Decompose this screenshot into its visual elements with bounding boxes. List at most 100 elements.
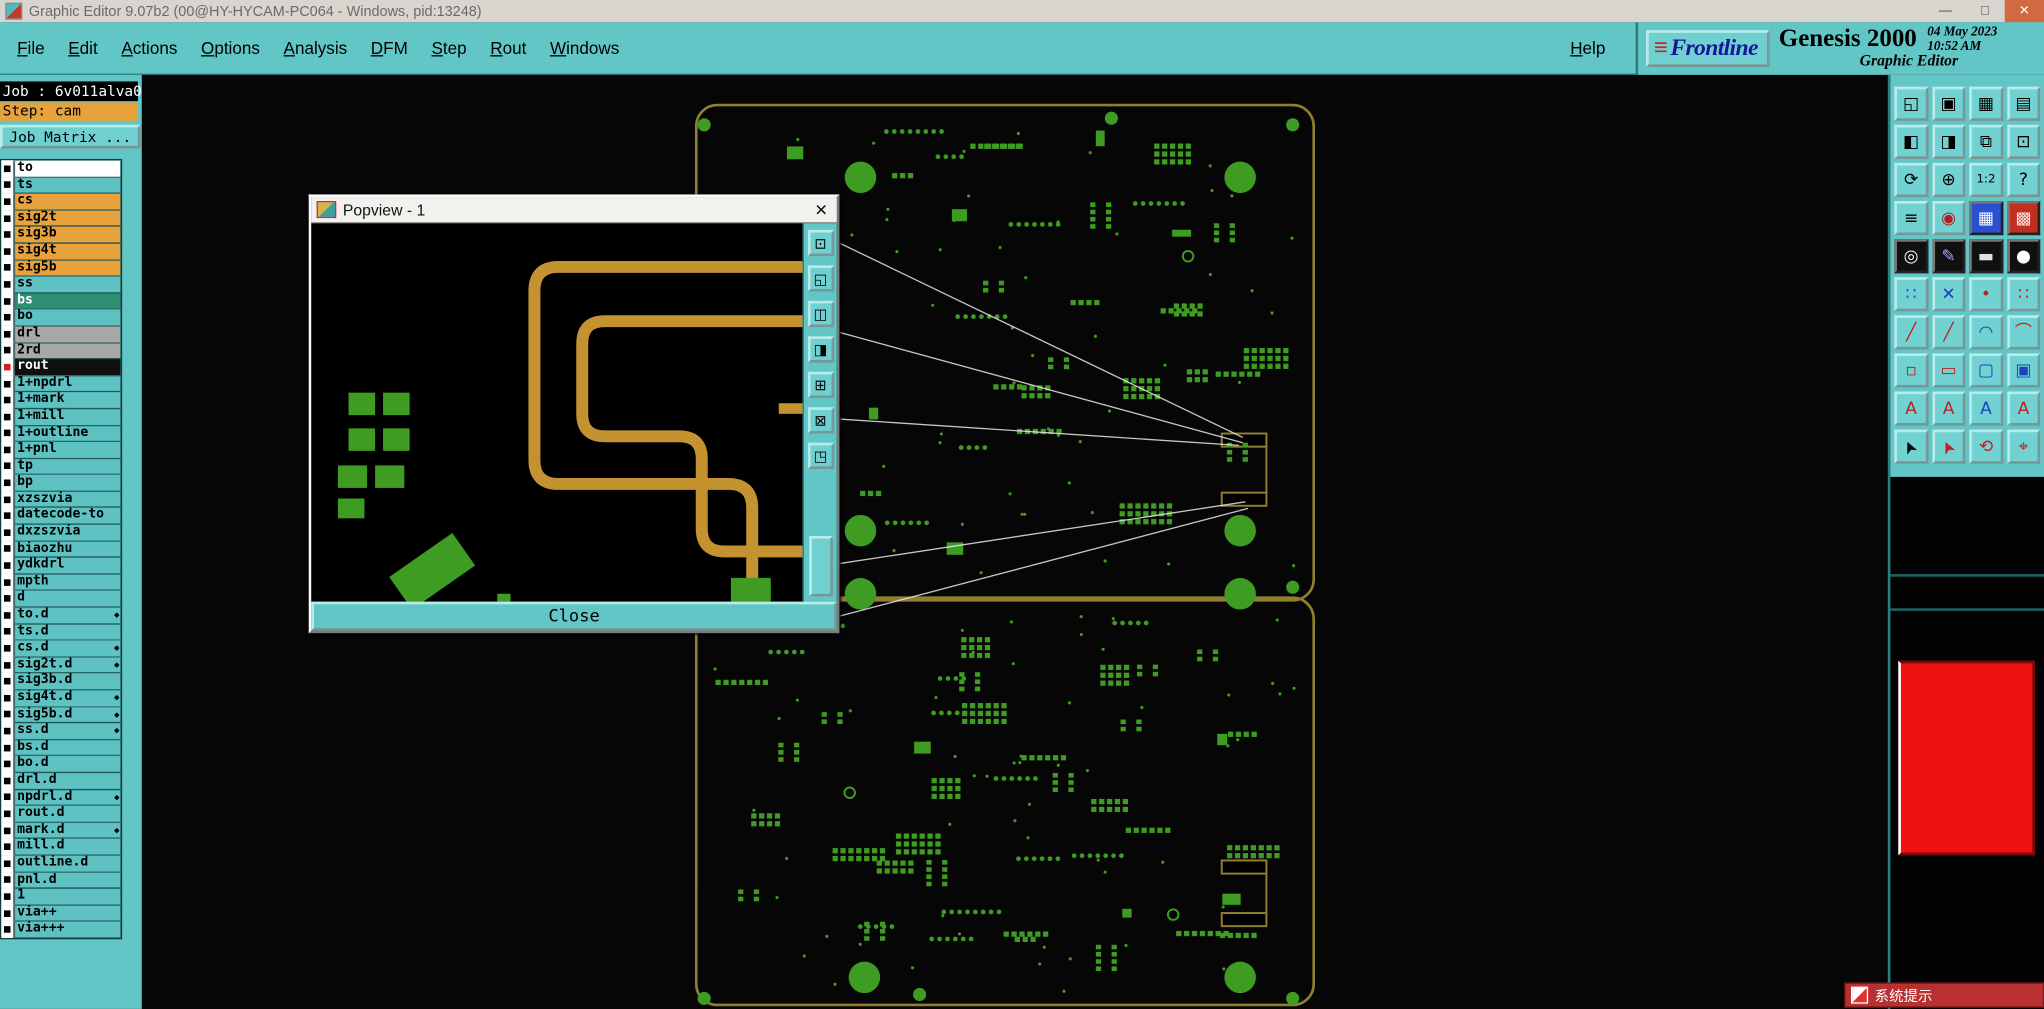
pv-overlay-button[interactable]: ⊞ [807, 371, 834, 399]
tool-tile-windows[interactable]: ▦ [1969, 86, 2003, 121]
pv-split-button[interactable]: ◫ [807, 300, 834, 328]
layer-checkbox[interactable] [1, 871, 15, 889]
layer-row-sig5b.d[interactable]: sig5b.d◆ [1, 706, 121, 723]
pcb-canvas[interactable]: Popview - 1 ✕ ⊡◱◫◨⊞⊠◳ Close [141, 74, 1888, 1009]
tool-dot-feature[interactable]: • [1969, 277, 2003, 312]
layer-checkbox[interactable] [1, 458, 15, 475]
layer-row-ss[interactable]: ss [1, 276, 121, 293]
layer-checkbox[interactable] [1, 573, 15, 591]
layer-checkbox[interactable] [1, 292, 15, 310]
layer-row-bs[interactable]: bs [1, 292, 121, 310]
menu-edit[interactable]: Edit [68, 38, 98, 58]
pv-crosshair-button[interactable]: ⊠ [807, 407, 834, 434]
layer-row-sig2t.d[interactable]: sig2t.d◆ [1, 656, 121, 674]
layer-checkbox[interactable] [1, 706, 15, 723]
layer-row-bo.d[interactable]: bo.d [1, 755, 121, 773]
layer-checkbox[interactable] [1, 689, 15, 707]
menu-options[interactable]: Options [201, 38, 260, 58]
layer-row-sig3b.d[interactable]: sig3b.d [1, 673, 121, 690]
layer-checkbox[interactable] [1, 921, 15, 938]
maximize-button[interactable]: □ [1965, 0, 2004, 22]
layer-row-cs[interactable]: cs [1, 193, 121, 210]
layer-row-mpth[interactable]: mpth [1, 573, 121, 591]
menu-file[interactable]: File [17, 38, 45, 58]
layer-checkbox[interactable] [1, 755, 15, 773]
system-toast[interactable]: 系统提示 [1844, 982, 2044, 1008]
layer-row-datecode-to[interactable]: datecode-to [1, 507, 121, 525]
tool-units-toggle[interactable]: ▩ [2006, 200, 2041, 236]
tool-zoom-window[interactable]: ◱ [1894, 86, 1928, 121]
menu-help[interactable]: Help [1570, 38, 1606, 58]
layer-checkbox[interactable] [1, 822, 15, 839]
layer-row-tp[interactable]: tp [1, 458, 121, 475]
layer-row-1+pnl[interactable]: 1+pnl [1, 441, 121, 459]
tool-cascade-windows[interactable]: ⧉ [1969, 124, 2003, 159]
tool-draw-tool[interactable]: ✎ [1931, 239, 1966, 274]
tool-trace-tool[interactable]: ▭ [1931, 353, 1966, 388]
layer-row-ts.d[interactable]: ts.d [1, 623, 121, 641]
layer-row-outline.d[interactable]: outline.d [1, 855, 121, 872]
layer-row-sig3b[interactable]: sig3b [1, 226, 121, 243]
layer-checkbox[interactable] [1, 772, 15, 789]
layer-checkbox[interactable] [1, 474, 15, 492]
overview-navigator[interactable] [1898, 660, 2035, 856]
tool-grid-toggle[interactable]: ▦ [1969, 200, 2003, 236]
layer-row-npdrl.d[interactable]: npdrl.d◆ [1, 788, 121, 806]
layer-row-1+mill[interactable]: 1+mill [1, 408, 121, 425]
menu-actions[interactable]: Actions [121, 38, 178, 58]
layer-checkbox[interactable] [1, 226, 15, 243]
menu-windows[interactable]: Windows [549, 38, 620, 58]
layer-checkbox[interactable] [1, 309, 15, 326]
layer-checkbox[interactable] [1, 342, 15, 359]
layer-row-pnl.d[interactable]: pnl.d [1, 871, 121, 889]
layer-row-biaozhu[interactable]: biaozhu [1, 540, 121, 558]
tool-rect-outline[interactable]: ▢ [1969, 353, 2003, 388]
layer-row-rout.d[interactable]: rout.d [1, 805, 121, 823]
layer-checkbox[interactable] [1, 557, 15, 574]
job-matrix-button[interactable]: Job Matrix ... [0, 124, 141, 149]
pv-zoom-window-button[interactable]: ◱ [807, 265, 834, 292]
layer-row-ss.d[interactable]: ss.d◆ [1, 722, 121, 740]
layer-row-to[interactable]: to [1, 160, 121, 177]
pv-fit-button[interactable]: ⊡ [807, 229, 834, 257]
layer-row-mill.d[interactable]: mill.d [1, 838, 121, 856]
layer-checkbox[interactable] [1, 606, 15, 624]
layer-checkbox[interactable] [1, 242, 15, 260]
layer-row-d[interactable]: d [1, 590, 121, 607]
layer-checkbox[interactable] [1, 259, 15, 277]
layer-row-sig4t.d[interactable]: sig4t.d◆ [1, 689, 121, 707]
layer-row-sig4t[interactable]: sig4t [1, 242, 121, 260]
tool-redraw-view[interactable]: ⟳ [1894, 162, 1928, 198]
layer-checkbox[interactable] [1, 888, 15, 905]
tool-pan-left[interactable]: ◧ [1894, 124, 1928, 159]
layer-checkbox[interactable] [1, 441, 15, 459]
tool-feature-list[interactable]: ≡ [1894, 200, 1928, 236]
layer-row-bp[interactable]: bp [1, 474, 121, 492]
layer-row-2rd[interactable]: 2rd [1, 342, 121, 359]
popview-titlebar[interactable]: Popview - 1 ✕ [311, 197, 837, 224]
layer-checkbox[interactable] [1, 193, 15, 210]
layer-row-bo[interactable]: bo [1, 309, 121, 326]
tool-line-ortho[interactable]: ╱ [1931, 315, 1966, 350]
layer-checkbox[interactable] [1, 424, 15, 442]
layer-checkbox[interactable] [1, 391, 15, 409]
menu-analysis[interactable]: Analysis [283, 38, 348, 58]
layer-row-bs.d[interactable]: bs.d [1, 739, 121, 756]
menu-rout[interactable]: Rout [490, 38, 527, 58]
layer-row-via+++[interactable]: via+++ [1, 921, 121, 938]
tool-arc-tool[interactable]: ◠ [1969, 315, 2003, 350]
layer-row-ts[interactable]: ts [1, 176, 121, 194]
layer-row-1+outline[interactable]: 1+outline [1, 424, 121, 442]
tool-line-tool[interactable]: ╱ [1894, 315, 1928, 350]
popview-svg[interactable] [311, 223, 803, 602]
layer-row-rout[interactable]: rout [1, 358, 121, 376]
layer-checkbox[interactable] [1, 722, 15, 740]
layer-checkbox[interactable] [1, 640, 15, 657]
tool-select-cursor[interactable]: ➤ [1894, 429, 1928, 464]
tool-pick-cursor[interactable]: ⌖ [2006, 429, 2041, 464]
layer-row-drl.d[interactable]: drl.d [1, 772, 121, 789]
layer-checkbox[interactable] [1, 623, 15, 641]
tool-measure-tool[interactable]: ▬ [1969, 239, 2003, 274]
tool-net-points[interactable]: ∷ [1894, 277, 1928, 312]
layer-row-to.d[interactable]: to.d◆ [1, 606, 121, 624]
